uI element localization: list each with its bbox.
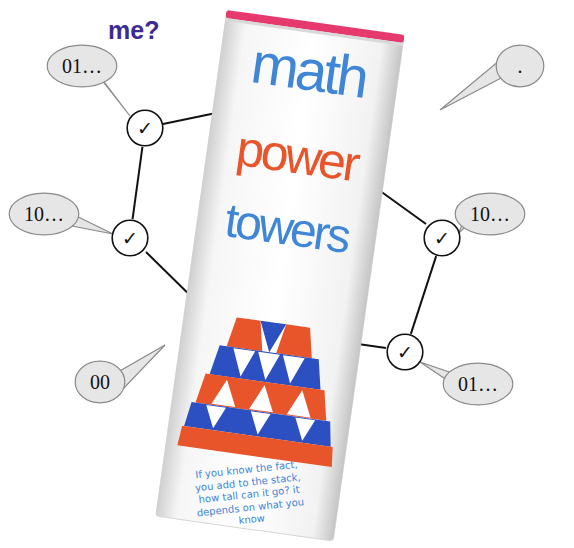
circle-shape bbox=[112, 220, 148, 256]
bubble-shape bbox=[455, 193, 525, 235]
bit-string: 01… bbox=[458, 373, 498, 396]
callout-bubble: 10… bbox=[8, 192, 80, 236]
circle-shape bbox=[387, 334, 423, 370]
check-circle: ✓ bbox=[126, 109, 164, 147]
check-mark: ✓ bbox=[397, 343, 413, 362]
bit-string: 10… bbox=[24, 203, 64, 226]
bubble-shape bbox=[75, 361, 125, 403]
callout-bubble: . bbox=[495, 44, 545, 88]
callout-tail bbox=[440, 60, 505, 110]
cup-pyramid bbox=[177, 312, 350, 467]
bubble-shape bbox=[47, 45, 117, 87]
check-circle: ✓ bbox=[423, 219, 461, 257]
callout-bubble: 01… bbox=[46, 44, 118, 88]
check-mark: ✓ bbox=[434, 229, 450, 248]
circle-shape bbox=[127, 110, 163, 146]
can-slogan: If you know the fact, you add to the sta… bbox=[184, 458, 314, 533]
can-photo: mathpowertowersIf you know the fact, you… bbox=[155, 8, 405, 543]
bit-string: 00 bbox=[90, 371, 110, 394]
slide-title: me? bbox=[108, 16, 159, 45]
callout-bubble: 10… bbox=[454, 192, 526, 236]
check-mark: ✓ bbox=[122, 229, 138, 248]
check-circle: ✓ bbox=[111, 219, 149, 257]
bubble-shape bbox=[9, 193, 79, 235]
bubble-shape bbox=[443, 363, 513, 405]
bubble-shape bbox=[496, 45, 544, 87]
check-mark: ✓ bbox=[137, 119, 153, 138]
check-circle: ✓ bbox=[386, 333, 424, 371]
bit-string: 01… bbox=[62, 55, 102, 78]
circle-shape bbox=[424, 220, 460, 256]
bit-string: . bbox=[518, 55, 523, 78]
callout-bubble: 01… bbox=[442, 362, 514, 406]
graph-edge bbox=[133, 147, 143, 219]
bit-string: 10… bbox=[470, 203, 510, 226]
callout-bubble: 00 bbox=[74, 360, 126, 404]
can-body bbox=[155, 14, 404, 541]
graph-edge bbox=[411, 256, 436, 334]
